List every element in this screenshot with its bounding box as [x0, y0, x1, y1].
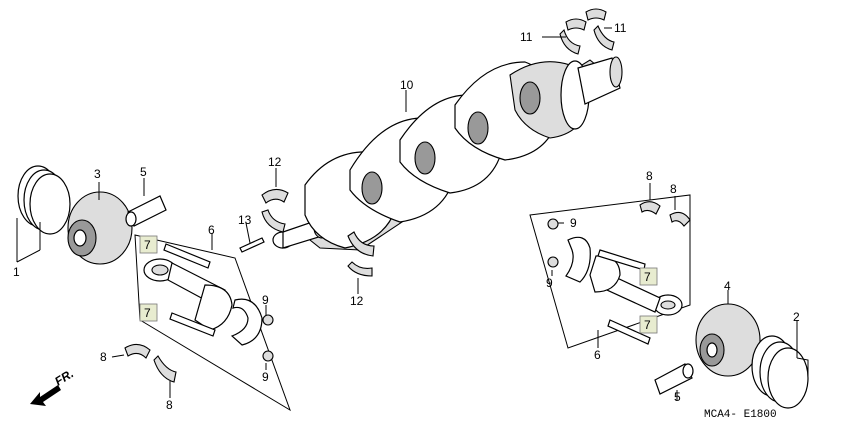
front-direction-arrow: FR. [30, 366, 76, 406]
conrod-nut-left [262, 314, 274, 362]
callout-5-left: 5 [140, 165, 147, 179]
conrod-cap-left [230, 298, 263, 346]
callouts: 1 2 3 4 5 5 6 6 7 7 7 7 8 8 8 8 9 9 9 9 … [13, 21, 800, 412]
conrod-bearing-right [639, 201, 691, 227]
piston-pin-right [654, 363, 694, 395]
thrust-bearing-upper [261, 188, 289, 233]
conrod-nut-right [547, 218, 559, 268]
callout-6-right: 6 [594, 348, 601, 362]
thrust-bearing-lower [347, 231, 375, 277]
front-label: FR. [52, 366, 76, 388]
callout-2: 2 [793, 310, 800, 324]
piston-right [695, 303, 761, 377]
callout-5-right: 5 [674, 390, 681, 404]
callout-7-left-bottom: 7 [144, 306, 151, 320]
callout-9-right-a: 9 [570, 216, 577, 230]
main-bearing-upper [559, 18, 587, 55]
callout-12-upper: 12 [268, 155, 282, 169]
conrod-box-left [134, 234, 291, 412]
callout-8-left-b: 8 [166, 398, 173, 412]
conrod-cap-right [565, 236, 591, 283]
piston-rings-left [17, 165, 71, 235]
callout-11-right: 11 [614, 21, 627, 35]
callout-11-left: 11 [520, 30, 533, 44]
piston-pin-left [125, 195, 167, 227]
callout-6-left: 6 [208, 223, 215, 237]
piston-left [67, 191, 133, 265]
callout-3: 3 [94, 167, 101, 181]
diagram-reference-code: MCA4- E1800 [704, 409, 777, 421]
callout-8-right-a: 8 [646, 169, 653, 183]
callout-10: 10 [400, 78, 414, 92]
conrod-box-right [529, 194, 691, 349]
callout-8-right-b: 8 [670, 182, 677, 196]
main-bearing-lower [585, 8, 615, 51]
callout-9-left-a: 9 [262, 293, 269, 307]
callout-1: 1 [13, 265, 20, 279]
callout-7-right-top: 7 [644, 270, 651, 284]
callout-4: 4 [724, 279, 731, 293]
callout-8-left-a: 8 [100, 350, 107, 364]
callout-7-left-top: 7 [144, 238, 151, 252]
conrod-right [589, 255, 683, 316]
knock-pin [239, 237, 265, 253]
leader-lines [16, 27, 809, 400]
callout-12-lower: 12 [350, 294, 364, 308]
callout-9-right-b: 9 [546, 276, 553, 290]
callout-13: 13 [238, 213, 252, 227]
conrod-left [143, 258, 233, 331]
callout-7-right-bottom: 7 [644, 318, 651, 332]
conrod-bearing-left [124, 343, 177, 383]
conrod-bolt-left [163, 243, 216, 337]
crankshaft [272, 56, 623, 251]
piston-rings-right [751, 335, 809, 409]
callout-9-left-b: 9 [262, 370, 269, 384]
